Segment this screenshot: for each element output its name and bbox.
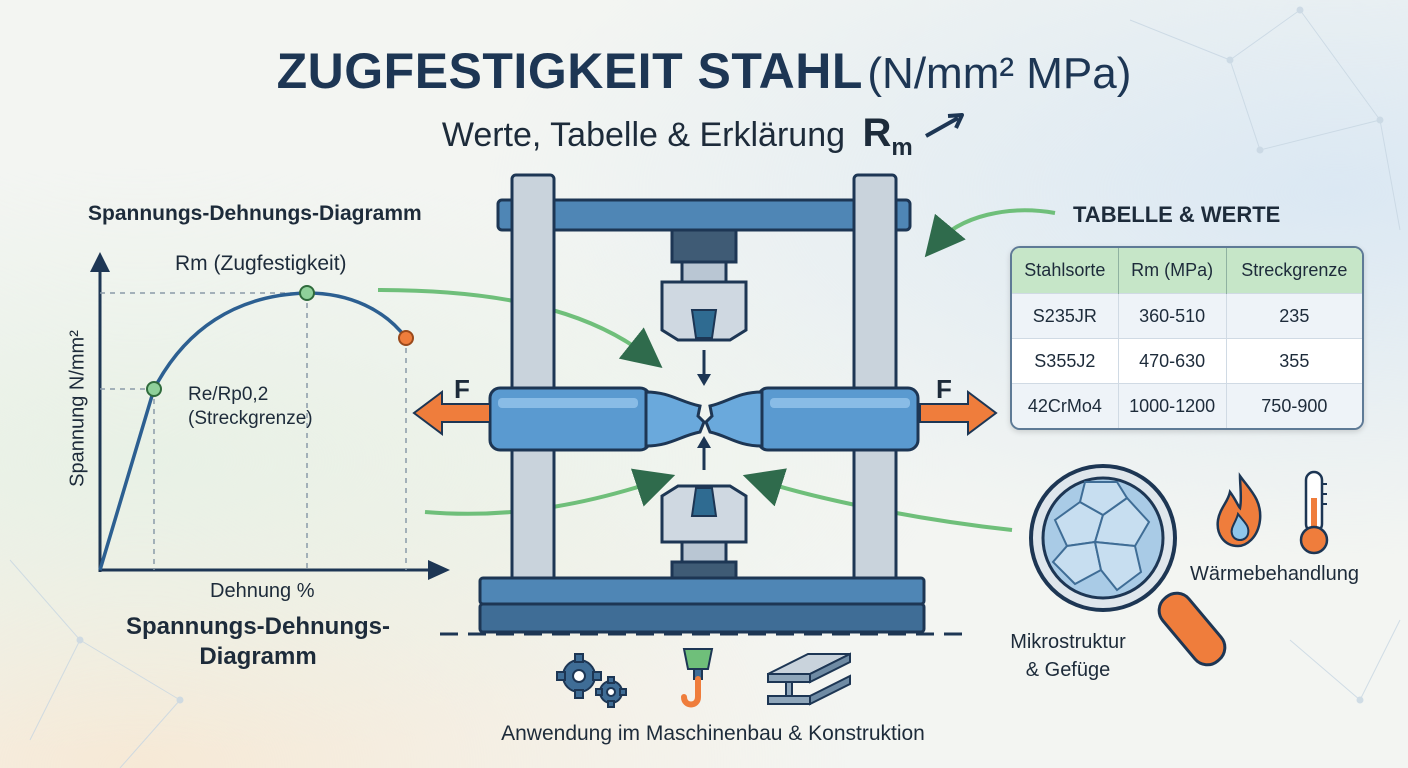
specimen-right-half [704,390,764,448]
diagram-heading: Spannungs-Dehnungs-Diagramm [88,202,422,225]
heat-treatment-label: Wärmebehandlung [1190,563,1359,585]
table-cell: 360-510 [1118,293,1227,339]
column-header: Rm (MPa) [1118,248,1227,294]
microstructure-label-line2: & Gefüge [1025,659,1111,681]
table-cell: S235JR [1012,293,1119,339]
table-row: S355J2 470-630 355 [1012,338,1362,384]
y-axis-arrow [90,252,110,272]
specimen-left-half [644,390,706,448]
force-arrow-left [412,390,491,436]
table-cell: 355 [1226,338,1362,384]
page-subtitle: Werte, Tabelle & Erklärung Rm [0,110,1408,162]
table-row: S235JR 360-510 235 [1012,293,1362,339]
diagram-caption: Spannungs-Dehnungs-Diagramm [126,613,390,670]
stress-strain-curve [98,291,408,571]
table-cell: 470-630 [1118,338,1227,384]
title-unit: (N/mm² MPa) [867,49,1132,98]
rm-symbol-sub: m [891,134,913,161]
x-axis-label: Dehnung % [210,580,315,602]
force-label-right: F [936,374,952,404]
column-header: Stahlsorte [1012,248,1119,294]
table-cell: S355J2 [1012,338,1119,384]
table-cell: 750-900 [1226,383,1362,428]
crane-hook-icon [681,648,714,708]
page-title: ZUGFESTIGKEIT STAHL (N/mm² MPa) [0,42,1408,100]
flame-icon [1216,472,1262,548]
arrow-lower-to-specimen [424,468,676,516]
subtitle-text: Werte, Tabelle & Erklärung [441,116,846,154]
machine-base [478,576,926,606]
right-column [852,173,898,587]
table-row: 42CrMo4 1000-1200 750-900 [1012,383,1362,428]
top-crossbar [496,198,912,232]
table-cell: 1000-1200 [1118,383,1227,428]
re-label-line2: (Streckgrenze) [188,408,313,429]
column-header: Streckgrenze [1226,248,1362,294]
re-label: Re/Rp0,2 (Streckgrenze) [188,383,313,431]
table-heading: TABELLE & WERTE [1073,202,1281,227]
microstructure-label-line1: Mikrostruktur [1010,631,1126,653]
microstructure-label: Mikrostruktur & Gefüge [1008,628,1128,684]
grain-structure [1051,481,1151,592]
table-cell: 235 [1226,293,1362,339]
force-label-left: F [454,374,470,404]
guide-lines [100,292,407,570]
table-cell: 42CrMo4 [1012,383,1119,428]
tensile-strength-marker [299,285,315,301]
rm-symbol-letter: R [862,111,892,155]
thermometer-icon [1299,470,1329,555]
left-column [510,173,556,587]
force-arrow-right [919,390,998,436]
steel-beam-icon [767,652,851,706]
trend-arrow-icon [925,113,965,138]
magnifier-icon [1029,464,1227,667]
x-axis-arrow [428,560,450,580]
fracture-point-marker [398,330,414,346]
stress-strain-diagram [90,252,450,580]
rm-symbol: Rm [862,111,912,161]
tensile-testing-machine [440,173,965,636]
gears-icon [556,653,627,708]
application-label: Anwendung im Maschinenbau & Konstruktion [501,722,925,745]
rm-label: Rm (Zugfestigkeit) [175,252,347,275]
title-main: ZUGFESTIGKEIT STAHL [276,43,863,99]
yield-point-marker [146,381,162,397]
re-label-line1: Re/Rp0,2 [188,384,269,405]
arrow-table-to-machine [924,208,1056,258]
table-header-row: Stahlsorte Rm (MPa) Streckgrenze [1012,248,1362,294]
steel-values-table: Stahlsorte Rm (MPa) Streckgrenze S235JR … [1010,246,1364,430]
